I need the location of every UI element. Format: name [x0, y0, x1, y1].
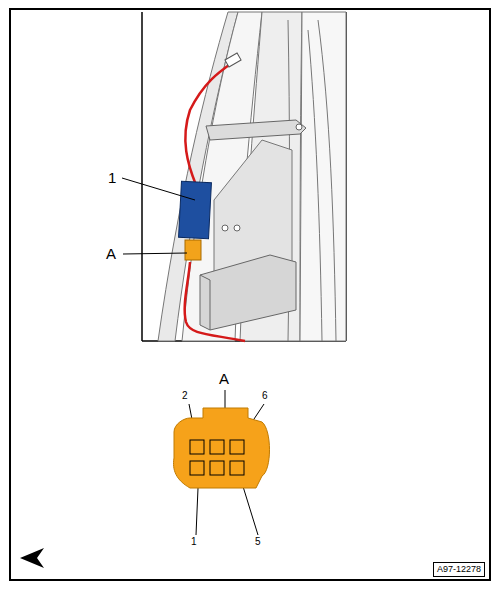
callout-letter: A	[106, 246, 116, 261]
callout-letter: A	[219, 371, 229, 386]
pin-number: 6	[262, 391, 268, 401]
callout-number: 1	[108, 170, 116, 185]
figure-id: A97-12278	[434, 563, 484, 576]
figure-id-box: A97-12278	[433, 562, 485, 577]
pin-number: 2	[182, 391, 188, 401]
pin-number: 1	[191, 537, 197, 547]
pin-number: 5	[255, 537, 261, 547]
